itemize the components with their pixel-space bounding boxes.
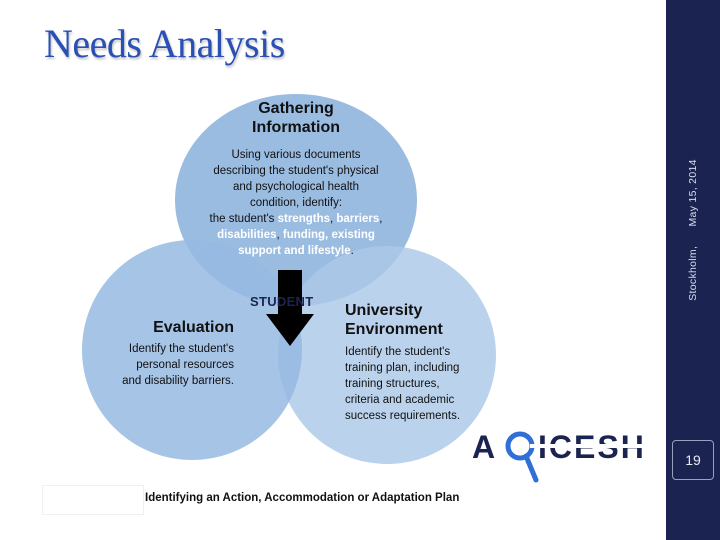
date-text: May 15, 2014 <box>687 159 699 227</box>
gathering-line6: disabilities, funding, existing <box>186 227 406 243</box>
slide-title: Needs Analysis <box>44 21 285 66</box>
university-line4: criteria and academic <box>345 394 455 406</box>
university-title: University Environment <box>345 301 485 339</box>
svg-text:A: A <box>472 429 497 465</box>
gathering-line1: Using various documents <box>231 149 361 161</box>
university-title-line2: Environment <box>345 321 443 338</box>
gathering-title: Gathering Information <box>196 99 396 137</box>
keyword-funding: funding, existing <box>282 229 375 241</box>
evaluation-line3: and disability barriers. <box>122 375 234 387</box>
keyword-barriers: barriers <box>336 213 380 225</box>
gathering-line4: condition, identify: <box>249 197 343 209</box>
date-location: Stockholm, May 15, 2014 <box>687 159 699 300</box>
location-text: Stockholm, <box>687 245 699 301</box>
gathering-line3: and psychological health <box>233 181 359 193</box>
circle-university <box>278 246 496 464</box>
keyword-support: support and lifestyle <box>238 245 351 257</box>
university-title-line1: University <box>345 302 423 319</box>
footer-caption: Identifying an Action, Accommodation or … <box>145 492 460 504</box>
university-line1: Identify the student's <box>345 346 451 358</box>
university-line2: training plan, including <box>345 362 460 374</box>
sep: , <box>330 213 337 225</box>
gathering-body: Using various documents describing the s… <box>186 147 406 259</box>
page-number: 19 <box>672 440 714 480</box>
sep: , <box>276 229 283 241</box>
gathering-line2: describing the student's physical <box>213 165 379 177</box>
evaluation-line1: Identify the student's <box>128 343 234 355</box>
gathering-title-line1: Gathering <box>258 100 334 117</box>
gathering-line5: the student's strengths, barriers, <box>186 211 406 227</box>
keyword-disabilities: disabilities <box>217 229 277 241</box>
university-line5: success requirements. <box>345 410 461 422</box>
evaluation-title: Evaluation <box>153 319 234 336</box>
university-body: Identify the student's training plan, in… <box>345 344 490 424</box>
gathering-line7: support and lifestyle. <box>186 243 406 259</box>
evaluation-body: Identify the student's personal resource… <box>94 341 234 389</box>
evaluation-line2: personal resources <box>136 359 234 371</box>
university-line3: training structures, <box>345 378 440 390</box>
aqicesh-logo: A ICESH <box>472 429 660 483</box>
gathering-title-line2: Information <box>252 119 340 136</box>
keyword-strengths: strengths <box>277 213 330 225</box>
gathering-prefix: the student's <box>209 213 278 225</box>
sep: . <box>350 245 354 257</box>
circle-evaluation <box>82 240 302 460</box>
down-arrow-icon <box>266 270 314 346</box>
sep: , <box>379 213 383 225</box>
footer-box <box>42 485 144 515</box>
center-label: STUDENT <box>250 294 314 309</box>
